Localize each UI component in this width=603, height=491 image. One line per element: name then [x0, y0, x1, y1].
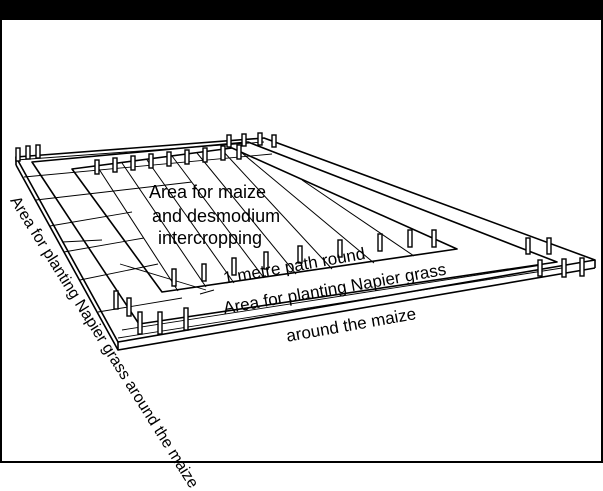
napier-strip-lines	[15, 141, 563, 339]
maize-row-lines	[96, 149, 415, 292]
marker-pegs	[15, 132, 585, 335]
top-black-bar	[2, 2, 603, 20]
maize-area-label-line1: Area for maize	[149, 182, 267, 202]
maize-area-label-line2: and desmodium	[152, 206, 281, 226]
path-leader	[199, 289, 215, 295]
maize-area-label-line3: intercropping	[158, 228, 263, 248]
field-layout-drawing	[15, 132, 596, 351]
maize-area-outline	[71, 147, 458, 293]
